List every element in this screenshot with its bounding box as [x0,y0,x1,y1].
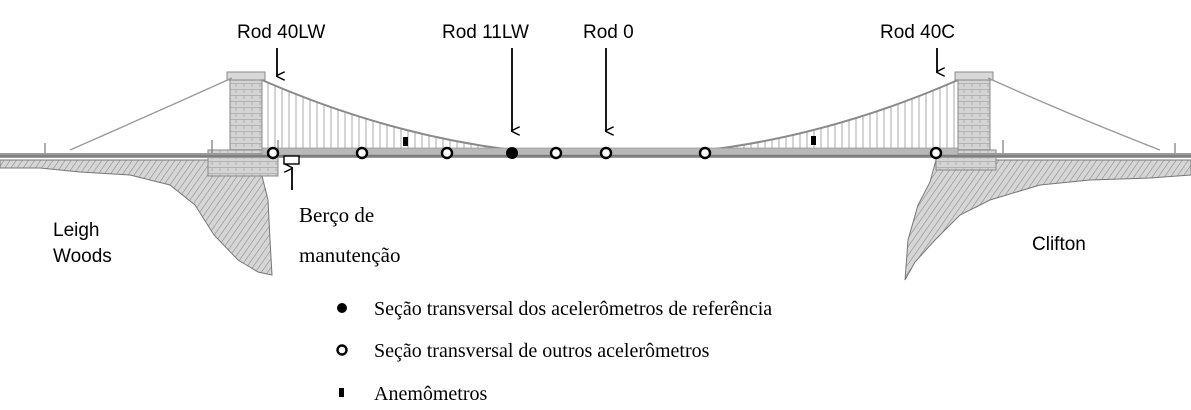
legend-anemometer-text: Anemômetros [374,383,488,405]
maintenance-cradle [283,155,300,165]
label-berco-line2: manutenção [299,243,400,267]
hanger-rods [267,81,955,150]
other-accelerometer-marker [549,146,563,160]
other-accelerometer-marker [266,146,280,160]
reference-accelerometer-marker [506,147,518,159]
left-cliff [0,159,273,276]
bridge-deck [0,147,1191,158]
label-rod-0: Rod 0 [583,22,634,43]
legend-reference-text: Seção transversal dos acelerômetros de r… [374,298,772,320]
label-rod-40c: Rod 40C [880,22,955,43]
back-stay-cables [69,77,1161,151]
anemometer-marker [403,137,408,146]
other-accelerometer-marker [599,146,613,160]
legend: Seção transversal dos acelerômetros de r… [336,298,772,405]
legend-others-symbol [336,344,348,356]
other-accelerometer-marker [698,146,712,160]
other-accelerometer-marker [355,146,369,160]
label-berco-line1: Berço de [299,203,374,227]
anemometer-marker [811,136,816,145]
left-tower [207,71,279,177]
label-clifton: Clifton [1032,234,1086,255]
other-accelerometer-marker [929,146,943,160]
label-woods: Woods [53,246,112,267]
legend-reference-symbol [337,303,347,313]
label-rod-40lw: Rod 40LW [237,22,325,43]
label-rod-11lw: Rod 11LW [442,22,529,43]
legend-others-text: Seção transversal de outros acelerômetro… [374,340,710,362]
other-accelerometer-marker [440,146,454,160]
label-leigh: Leigh [53,220,100,241]
right-cliff [904,159,1191,281]
legend-anemometer-symbol [339,388,344,397]
